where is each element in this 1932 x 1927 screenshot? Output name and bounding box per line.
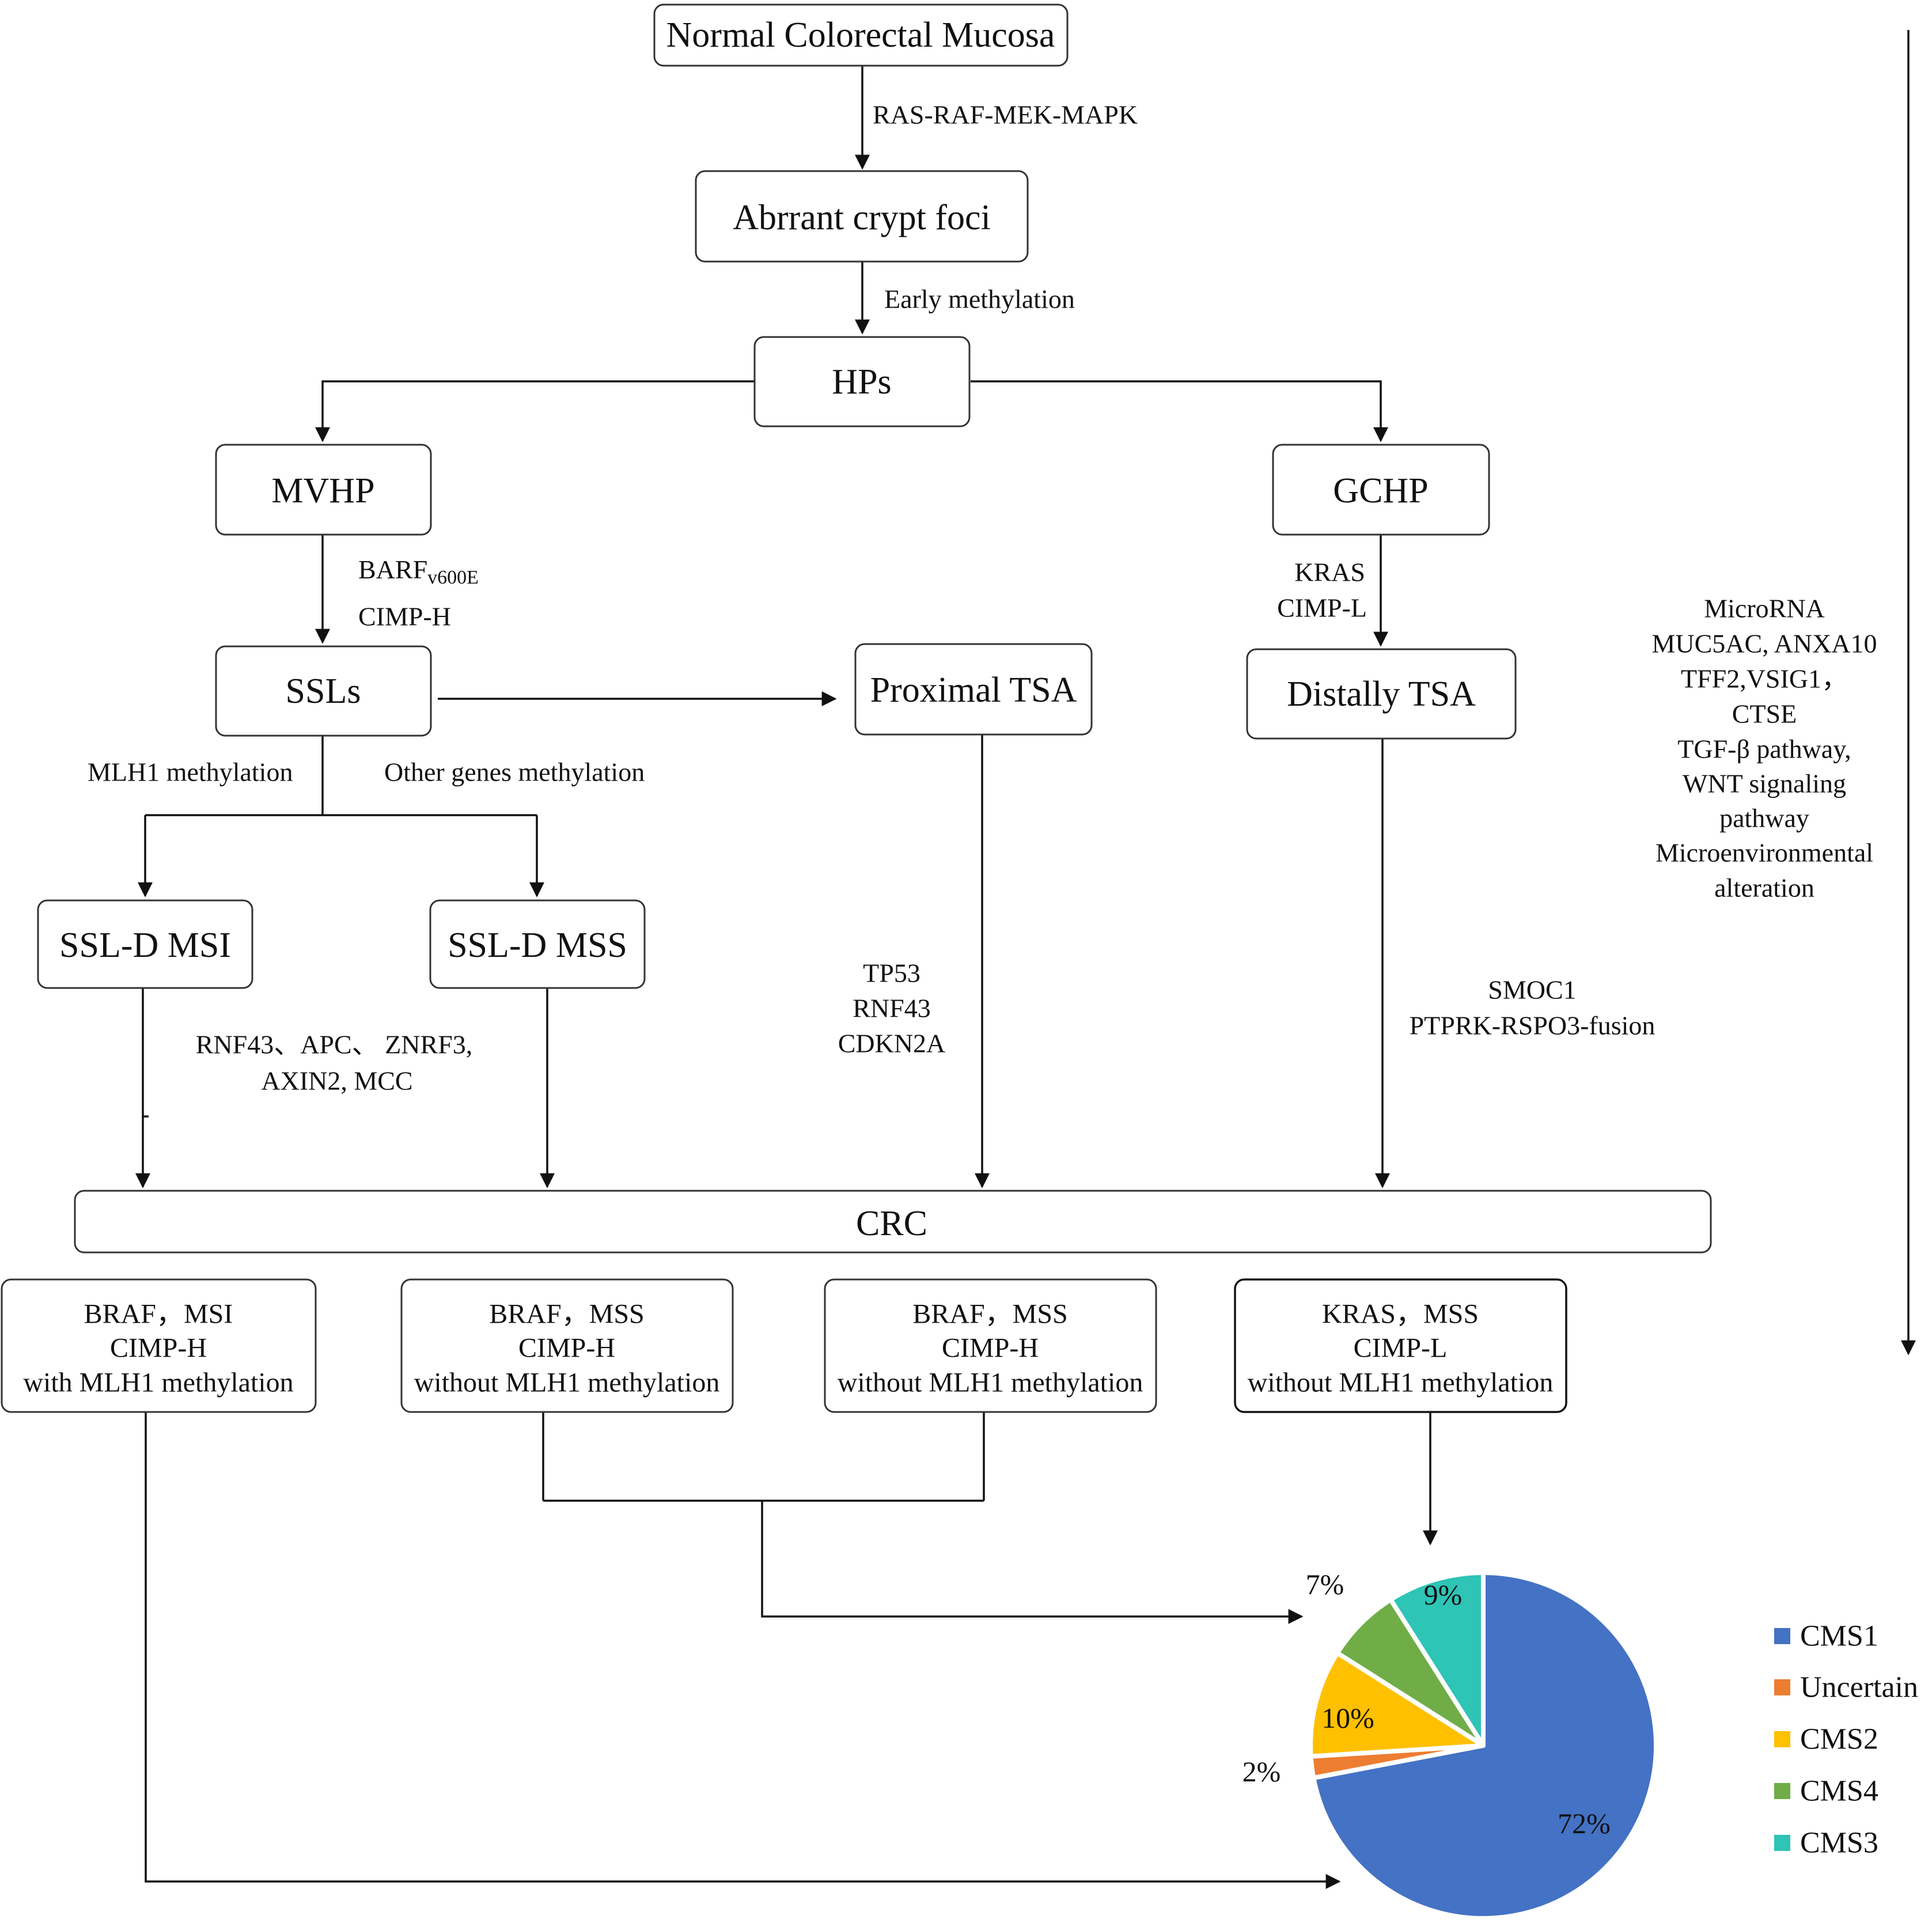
subtype-3-line1: BRAF，MSS (912, 1299, 1067, 1330)
side-note-line-7: pathway (1719, 804, 1809, 833)
edge-labels: RAS-RAF-MEK-MAPK Early methylation BARFv… (88, 100, 1655, 1096)
subtype-3-line3: without MLH1 methylation (838, 1368, 1143, 1398)
label-rnf-line2: AXIN2, MCC (261, 1066, 412, 1096)
label-ras-pathway: RAS-RAF-MEK-MAPK (873, 100, 1138, 130)
arrow-mss-subtypes-to-pie (761, 1501, 1304, 1624)
legend-label-cms1: CMS1 (1800, 1620, 1878, 1653)
label-tp53: TP53 (863, 959, 920, 988)
legend-label-cms2: CMS2 (1800, 1723, 1878, 1756)
pie-label-cms4: 7% (1306, 1568, 1344, 1600)
subtype-2-line3: without MLH1 methylation (414, 1368, 720, 1398)
label-ptprk: PTPRK-RSPO3-fusion (1410, 1011, 1656, 1040)
gchp-label: GCHP (1333, 471, 1428, 510)
box-ssld-msi: SSL-D MSI (37, 899, 253, 989)
normal-mucosa-label: Normal Colorectal Mucosa (666, 16, 1055, 55)
connectors (135, 30, 1916, 1889)
legend-label-uncertain: Uncertain (1800, 1671, 1918, 1704)
box-ssls: SSLs (215, 645, 432, 737)
box-mvhp: MVHP (215, 444, 432, 536)
distal-tsa-label: Distally TSA (1287, 675, 1476, 714)
legend-swatch-cms4 (1774, 1783, 1790, 1799)
label-kras: KRAS (1294, 558, 1365, 587)
subtype-4-line2: CIMP-L (1354, 1333, 1448, 1364)
legend-label-cms4: CMS4 (1800, 1775, 1878, 1808)
legend-swatch-cms2 (1774, 1731, 1790, 1747)
label-cimp-h: CIMP-H (358, 602, 451, 631)
box-gchp: GCHP (1272, 444, 1490, 536)
subtype-box-2: BRAF，MSS CIMP-H without MLH1 methylation (400, 1278, 734, 1413)
box-crc: CRC (74, 1190, 1712, 1254)
proximal-tsa-label: Proximal TSA (870, 671, 1077, 710)
pie-label-uncertain: 2% (1242, 1755, 1281, 1788)
legend-item-cms3: CMS3 (1774, 1827, 1878, 1860)
label-other-methylation: Other genes methylation (384, 758, 645, 787)
subtype-2-line2: CIMP-H (518, 1333, 615, 1364)
subtype-1-line2: CIMP-H (110, 1333, 207, 1364)
label-rnf-line1: RNF43、APC、 ZNRF3, (196, 1030, 473, 1059)
pie-labels: 72% 2% 10% 7% 9% (1242, 1568, 1611, 1839)
subtype-3-line2: CIMP-H (942, 1333, 1039, 1364)
mvhp-label: MVHP (271, 471, 374, 510)
side-note: MicroRNA MUC5AC, ANXA10 TFF2,VSIG1， CTSE… (1651, 594, 1877, 903)
arrow-hps-to-gchp (971, 380, 1388, 442)
box-normal-mucosa: Normal Colorectal Mucosa (653, 3, 1069, 67)
ssld-mss-label: SSL-D MSS (448, 926, 627, 965)
side-note-line-1: MicroRNA (1704, 594, 1825, 623)
side-note-line-8: Microenvironmental (1656, 838, 1873, 868)
barf-subscript: v600E (427, 567, 479, 588)
subtype-4-line3: without MLH1 methylation (1248, 1368, 1554, 1398)
subtype-4-line1: KRAS，MSS (1322, 1299, 1479, 1330)
barf-main-text: BARF (358, 555, 427, 584)
legend-item-cms4: CMS4 (1774, 1775, 1878, 1808)
pie-chart (1308, 1570, 1658, 1921)
pie-slice-cms4 (1335, 1597, 1486, 1748)
side-note-line-5: TGF-β pathway, (1677, 735, 1851, 764)
side-note-line-4: CTSE (1732, 699, 1797, 729)
pie-label-cms1: 72% (1558, 1807, 1611, 1839)
legend-swatch-uncertain (1774, 1679, 1790, 1695)
arrow-msi-subtype-to-pie (145, 1413, 1341, 1889)
label-smoc1: SMOC1 (1488, 975, 1576, 1005)
subtype-1-line1: BRAF，MSI (84, 1299, 233, 1330)
side-note-line-3: TFF2,VSIG1， (1681, 664, 1848, 694)
legend-swatch-cms1 (1774, 1628, 1790, 1644)
legend-item-cms1: CMS1 (1774, 1620, 1878, 1653)
side-note-line-9: alteration (1714, 873, 1814, 903)
subtype-box-3: BRAF，MSS CIMP-H without MLH1 methylation (824, 1278, 1157, 1413)
ssls-label: SSLs (286, 672, 361, 711)
side-note-line-6: WNT signaling (1683, 769, 1846, 798)
crc-label: CRC (856, 1204, 927, 1243)
acf-label: Abrrant crypt foci (733, 198, 991, 237)
legend-item-uncertain: Uncertain (1774, 1671, 1918, 1704)
box-distal-tsa: Distally TSA (1246, 648, 1517, 740)
pie-slice-cms3 (1388, 1570, 1486, 1748)
label-rnf43: RNF43 (853, 994, 930, 1023)
subtype-box-1: BRAF，MSI CIMP-H with MLH1 methylation (1, 1278, 317, 1413)
subtype-2-line1: BRAF，MSS (489, 1299, 644, 1330)
pie-label-cms3: 9% (1424, 1578, 1463, 1611)
pie-legend: CMS1 Uncertain CMS2 CMS4 CMS3 (1774, 1620, 1918, 1860)
pie-label-cms2: 10% (1321, 1702, 1374, 1734)
pie-slice-cms2 (1308, 1650, 1486, 1759)
label-early-methylation: Early methylation (884, 285, 1075, 314)
side-note-line-2: MUC5AC, ANXA10 (1651, 629, 1877, 658)
subtype-1-line3: with MLH1 methylation (23, 1368, 293, 1398)
arrow-hps-to-mvhp (315, 380, 755, 442)
subtype-box-4: KRAS，MSS CIMP-L without MLH1 methylation (1234, 1278, 1567, 1413)
legend-swatch-cms3 (1774, 1835, 1790, 1851)
hps-label: HPs (832, 362, 891, 402)
legend-item-cms2: CMS2 (1774, 1723, 1878, 1756)
legend-label-cms3: CMS3 (1800, 1827, 1878, 1860)
ssld-msi-label: SSL-D MSI (59, 926, 231, 965)
label-mlh1-methylation: MLH1 methylation (88, 758, 293, 787)
label-barf: BARFv600E (358, 555, 479, 588)
box-proximal-tsa: Proximal TSA (854, 643, 1093, 736)
box-hps: HPs (753, 336, 971, 427)
box-aberrant-crypt-foci: Abrrant crypt foci (695, 170, 1029, 263)
label-cimp-l: CIMP-L (1277, 593, 1367, 623)
label-cdkn2a: CDKN2A (838, 1029, 946, 1058)
box-ssld-mss: SSL-D MSS (429, 899, 646, 989)
